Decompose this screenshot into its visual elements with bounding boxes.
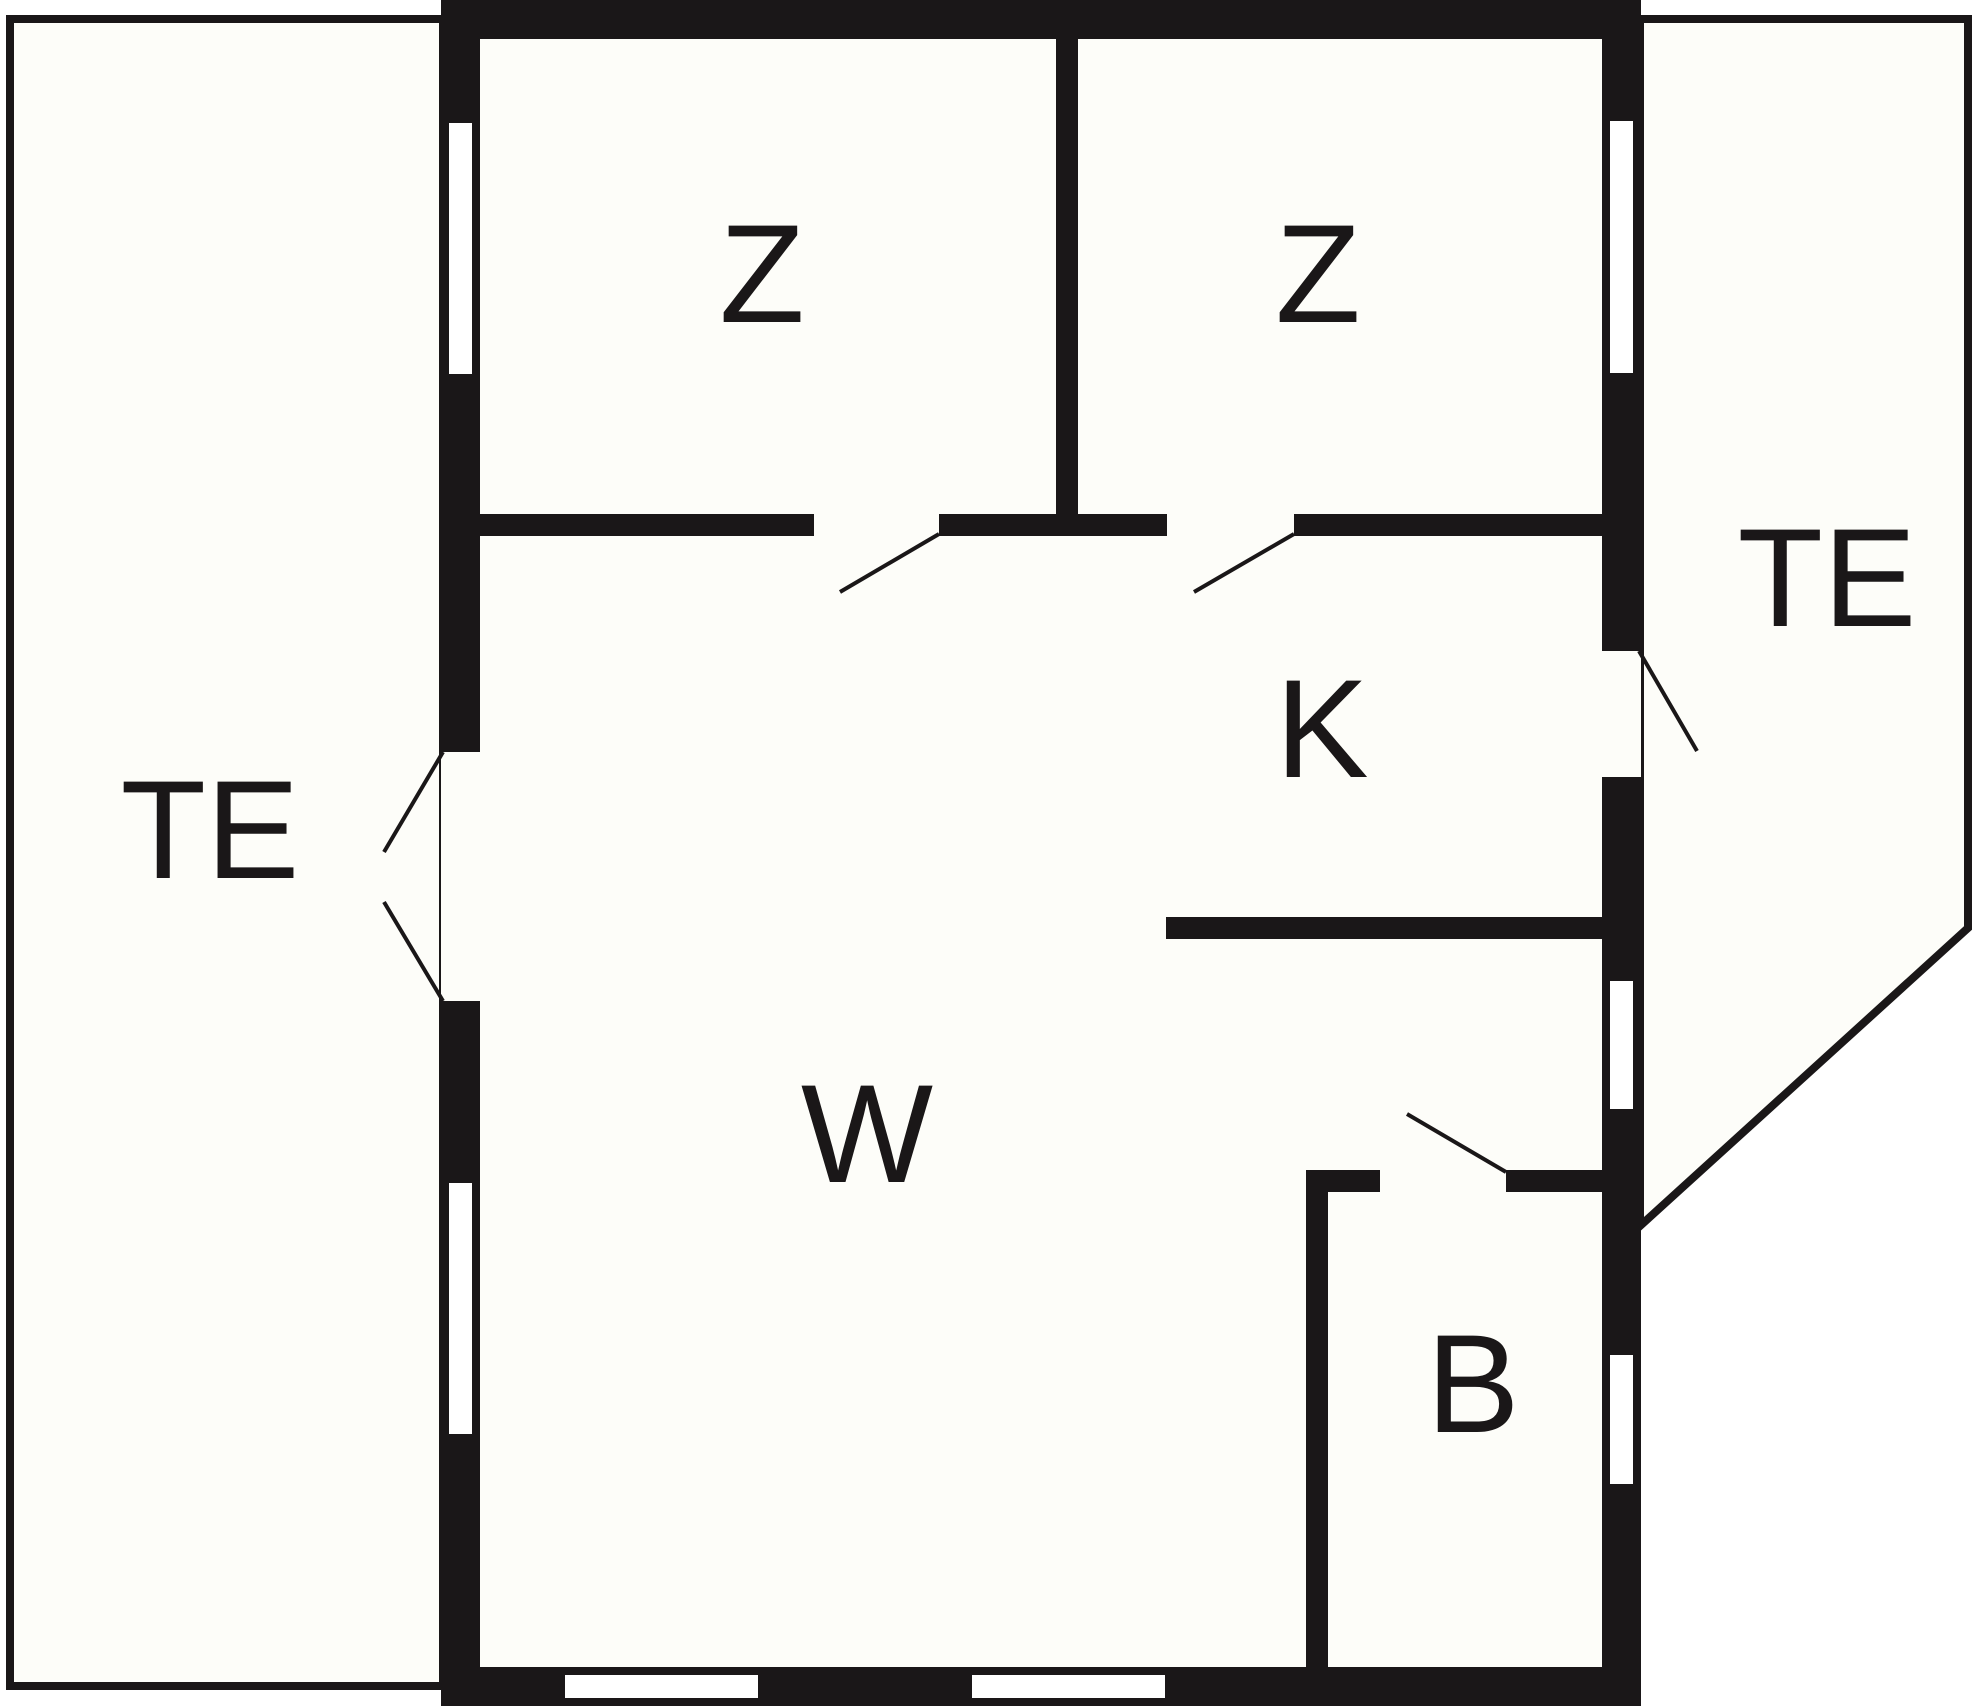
- door-gap-bedroom-left: [814, 514, 939, 536]
- label-living: W: [801, 1055, 933, 1212]
- door-gap-terrace-right: [1602, 651, 1641, 777]
- room-labels: TE Z Z TE K W B: [121, 195, 1917, 1462]
- door-openings: [441, 514, 1641, 1192]
- window-right-lower: [1610, 1355, 1633, 1484]
- door-leaves: [382, 532, 1699, 1174]
- window-left-upper: [449, 123, 472, 374]
- label-terrace-right: TE: [1738, 499, 1917, 656]
- terrace-left: [6, 15, 447, 1690]
- building-floor: [480, 39, 1602, 1667]
- label-kitchen: K: [1275, 650, 1368, 807]
- door-leaf-terrace-left-lower: [382, 900, 445, 1003]
- door-gap-terrace-left: [441, 752, 480, 1001]
- wall-bathroom-left: [1306, 1170, 1328, 1667]
- door-leaf-terrace-left-upper: [382, 750, 445, 854]
- terrace-left-outline: [6, 15, 447, 1690]
- label-terrace-left: TE: [121, 751, 300, 908]
- door-leaf-terrace-right: [1637, 649, 1699, 753]
- label-bedroom-right: Z: [1275, 195, 1361, 352]
- door-leaf-bedroom-left: [838, 532, 941, 594]
- window-left-lower: [449, 1183, 472, 1434]
- door-leaf-bedroom-right: [1192, 532, 1296, 594]
- wall-between-bedrooms: [1056, 39, 1078, 515]
- window-bottom-right: [972, 1675, 1165, 1698]
- label-bathroom: B: [1426, 1305, 1519, 1462]
- window-bottom-left: [565, 1675, 758, 1698]
- wall-bedrooms-corridor: [480, 514, 1602, 536]
- window-right-middle: [1610, 981, 1633, 1109]
- label-bedroom-left: Z: [719, 195, 805, 352]
- windows: [449, 121, 1633, 1698]
- door-gap-bathroom: [1380, 1170, 1506, 1192]
- door-gap-bedroom-right: [1167, 514, 1294, 536]
- wall-kitchen-divider: [1166, 917, 1602, 939]
- door-leaf-bathroom: [1405, 1112, 1508, 1174]
- window-right-upper: [1610, 121, 1633, 373]
